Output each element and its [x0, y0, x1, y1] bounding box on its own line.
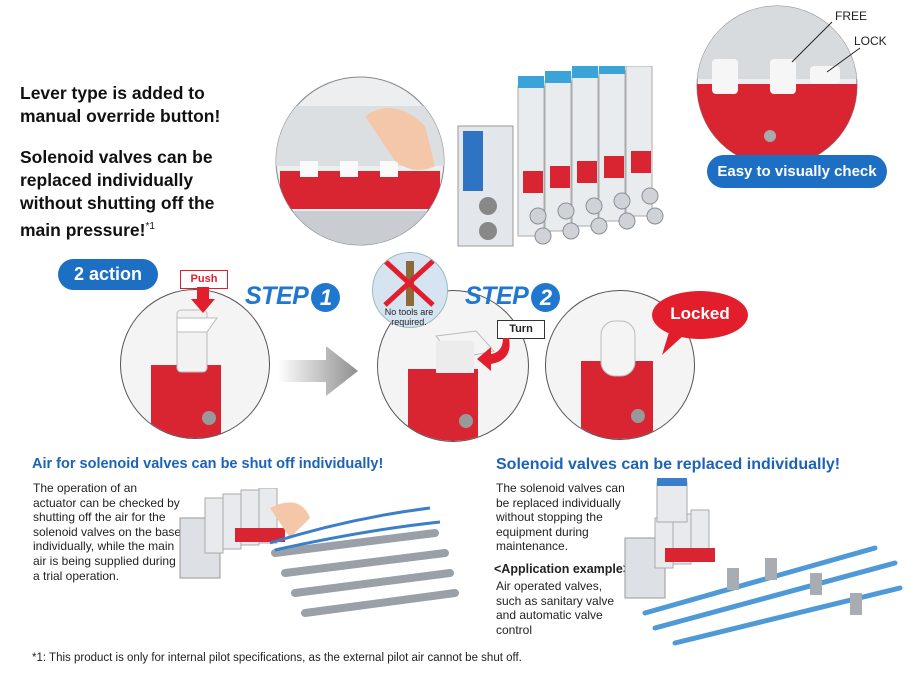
free-lock-closeup [696, 5, 861, 167]
headline-line: Lever type is added to [20, 83, 205, 103]
push-lever-illustration [151, 309, 221, 438]
no-tools-circle [372, 252, 448, 328]
right-section-body: The solenoid valves can be replaced indi… [496, 481, 625, 554]
right-section-title: Solenoid valves can be replaced individu… [496, 456, 841, 473]
actuator-illustration [179, 488, 459, 617]
lock-label: LOCK [854, 34, 887, 48]
left-section-body: The operation of an actuator can be chec… [33, 481, 182, 583]
step1-circle [120, 289, 270, 439]
footnote: *1: This product is only for internal pi… [32, 652, 522, 664]
manifold-illustration [457, 66, 664, 247]
turn-label: Turn [497, 320, 545, 339]
no-tools-label: No tools are required. [384, 307, 434, 327]
no-tools-icon [383, 259, 435, 307]
push-arrow-icon [191, 287, 215, 313]
two-action-badge: 2 action [58, 259, 158, 290]
headline-lever: Lever type is added to manual override b… [20, 82, 220, 128]
next-arrow-icon [278, 346, 358, 396]
headline-line: replaced individually [20, 170, 194, 190]
turn-arrow-icon [477, 338, 510, 371]
headline-line: main pressure!*1 [20, 219, 155, 240]
free-label: FREE [835, 9, 868, 23]
headline-line: Solenoid valves can be [20, 147, 213, 167]
turn-lever-illustration [408, 330, 495, 441]
sanitary-valve-illustration [624, 478, 903, 646]
hand-override-illustration [275, 76, 445, 246]
headline-line: without shutting off the [20, 193, 215, 213]
left-section-title: Air for solenoid valves can be shut off … [32, 456, 384, 472]
locked-lever-illustration [581, 320, 653, 439]
application-example-body: Air operated valves, such as sanitary va… [496, 579, 615, 637]
easy-check-badge: Easy to visually check [707, 155, 887, 188]
application-example-label: <Application example> [494, 562, 631, 576]
push-label: Push [180, 270, 228, 289]
locked-label: Locked [670, 304, 730, 323]
headline-replace: Solenoid valves can be replaced individu… [20, 146, 214, 242]
headline-line: manual override button! [20, 106, 221, 126]
locked-speech-bubble [652, 291, 748, 355]
